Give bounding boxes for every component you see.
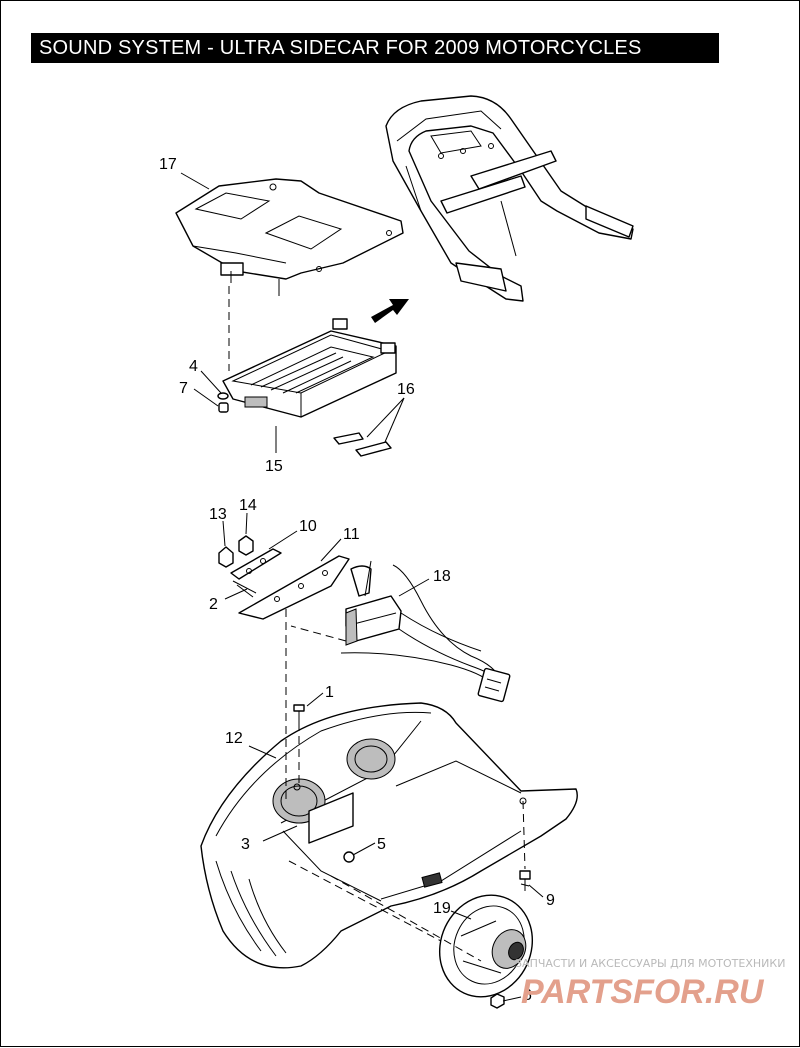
wiring-harness <box>340 560 511 703</box>
callout-9: 9 <box>546 892 555 909</box>
callout-6: 6 <box>523 987 532 1004</box>
leader-lines <box>180 172 544 1002</box>
callout-3: 3 <box>241 836 250 853</box>
bracket-assembly <box>218 535 350 620</box>
plug-5 <box>343 851 355 863</box>
speaker <box>438 894 534 998</box>
callout-2: 2 <box>209 596 218 613</box>
callout-10: 10 <box>299 518 317 535</box>
callout-1: 1 <box>325 684 334 701</box>
luggage-rack <box>385 95 634 302</box>
callout-17: 17 <box>159 156 177 173</box>
callout-7: 7 <box>179 380 188 397</box>
sidecar-body <box>200 702 578 969</box>
direction-arrow-icon <box>371 299 409 323</box>
washer-nut-group <box>217 392 229 413</box>
callout-18: 18 <box>433 568 451 585</box>
assembly-lines <box>285 609 526 962</box>
watermark-tagline: ЗАПЧАСТИ И АКСЕССУАРЫ ДЛЯ МОТОТЕХНИКИ <box>515 957 785 970</box>
mounting-plate <box>175 178 404 296</box>
page-title: SOUND SYSTEM - ULTRA SIDECAR FOR 2009 MO… <box>31 33 719 63</box>
callout-19: 19 <box>433 900 451 917</box>
screw-9 <box>519 870 531 891</box>
screw-1 <box>293 704 305 723</box>
callout-5: 5 <box>377 836 386 853</box>
watermark-brand: PARTSFOR.RU <box>521 973 765 1011</box>
callout-12: 12 <box>225 730 243 747</box>
adhesive-pads <box>333 432 392 457</box>
callout-15: 15 <box>265 458 283 475</box>
amplifier <box>222 318 397 418</box>
callout-11: 11 <box>343 526 360 543</box>
watermark: ЗАПЧАСТИ И АКСЕССУАРЫ ДЛЯ МОТОТЕХНИКИ PA… <box>515 957 785 1011</box>
callout-16: 16 <box>397 381 415 398</box>
callout-4: 4 <box>189 358 198 375</box>
callout-14: 14 <box>239 497 257 514</box>
nut-6 <box>490 993 505 1009</box>
callout-13: 13 <box>209 506 227 523</box>
callout-labels: 17 4 7 15 16 13 14 10 11 2 18 1 12 3 5 9… <box>159 156 555 1004</box>
